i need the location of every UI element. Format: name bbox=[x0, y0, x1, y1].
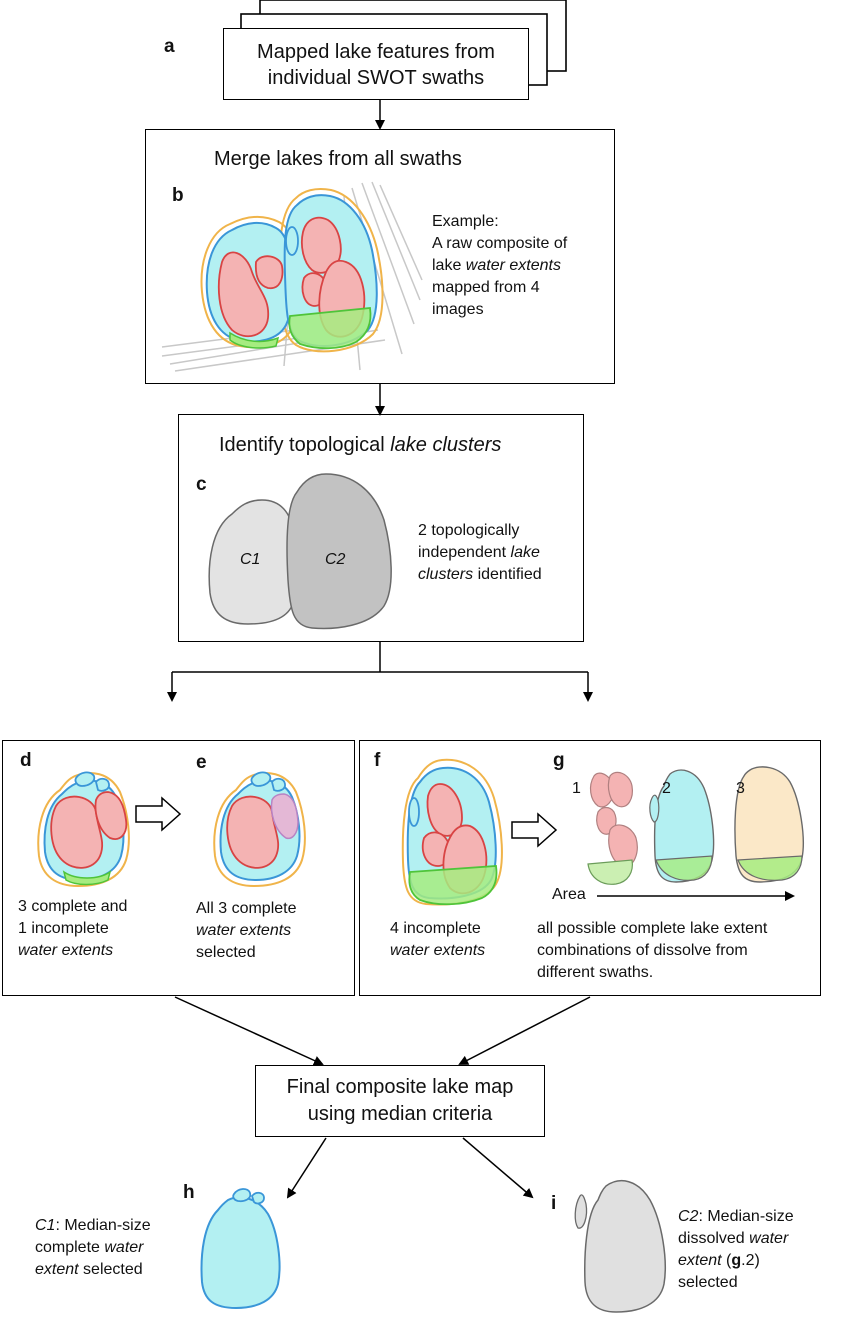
example-line1: Example: bbox=[432, 213, 499, 230]
cluster-desc-line1: 2 topologically bbox=[418, 522, 520, 539]
panel-letter-e: e bbox=[196, 752, 207, 773]
flow-connectors bbox=[167, 100, 593, 1199]
example-line3-italic: water extents bbox=[465, 257, 561, 274]
g-desc-line1: all possible complete lake extent bbox=[537, 920, 768, 937]
cluster-desc-line3-italic: clusters bbox=[418, 566, 474, 583]
swath-input-line2: individual SWOT swaths bbox=[267, 67, 485, 89]
cluster-desc-line2: independent lake bbox=[418, 542, 540, 564]
c2-final-extent bbox=[574, 1180, 666, 1313]
cluster-label-c1: C1 bbox=[240, 551, 261, 568]
hollow-arrow-d-e bbox=[135, 796, 182, 832]
f-line1: 4 incomplete bbox=[390, 920, 481, 937]
panel-letter-c: c bbox=[196, 474, 207, 495]
cluster-label-c2: C2 bbox=[325, 551, 346, 568]
cluster-c2-extents bbox=[401, 758, 503, 906]
d-line2: 1 incomplete bbox=[18, 920, 109, 937]
f-line2: water extents bbox=[390, 942, 486, 959]
panel-letter-g: g bbox=[553, 750, 565, 771]
i-line3: extent (g.2) bbox=[678, 1250, 760, 1272]
combination-2 bbox=[649, 769, 715, 883]
g-desc-line3: different swaths. bbox=[537, 964, 654, 981]
e-line2: water extents bbox=[196, 922, 292, 939]
combination-3 bbox=[734, 766, 804, 883]
panel-letter-b: b bbox=[172, 185, 184, 206]
panel-letter-a: a bbox=[164, 36, 175, 57]
lake-clusters bbox=[208, 473, 392, 630]
i-line1: C2: Median-size bbox=[678, 1206, 794, 1228]
area-label: Area bbox=[552, 886, 586, 903]
i-line2-italic: water bbox=[749, 1230, 789, 1247]
panel-letter-i: i bbox=[551, 1193, 557, 1214]
d-line1: 3 complete and bbox=[18, 898, 128, 915]
cluster-box: Identify topological lake clusters bbox=[178, 414, 584, 642]
i-line1-text: : Median-size bbox=[698, 1208, 794, 1225]
i-line3-italic: extent bbox=[678, 1252, 722, 1269]
h-line2: complete water bbox=[35, 1237, 144, 1259]
merge-box: Merge lakes from all swaths bbox=[145, 129, 615, 384]
example-line4: mapped from 4 bbox=[432, 279, 540, 296]
i-line4: selected bbox=[678, 1274, 738, 1291]
h-line3: extent selected bbox=[35, 1259, 143, 1281]
g-option-3: 3 bbox=[736, 780, 745, 797]
cluster-title: Identify topological lake clusters bbox=[219, 433, 501, 458]
swath-input-box: Mapped lake features from individual SWO… bbox=[223, 28, 529, 100]
h-line2-italic: water bbox=[104, 1239, 144, 1256]
g-option-2: 2 bbox=[662, 780, 671, 797]
cluster-desc-line3: clusters identified bbox=[418, 564, 542, 586]
panel-letter-d: d bbox=[20, 750, 32, 771]
final-line1: Final composite lake map bbox=[286, 1076, 514, 1098]
e-line3: selected bbox=[196, 944, 256, 961]
c1-box bbox=[2, 740, 355, 996]
swath-input-line1: Mapped lake features from bbox=[257, 41, 495, 63]
cluster-desc-line2-italic: lake bbox=[510, 544, 540, 561]
d-line3: water extents bbox=[18, 942, 114, 959]
cluster-title-text: Identify topological bbox=[219, 434, 391, 456]
cluster-desc-line3-text: identified bbox=[473, 566, 542, 583]
final-line2: using median criteria bbox=[307, 1103, 493, 1125]
e-line1: All 3 complete bbox=[196, 900, 297, 917]
cluster-title-italic: lake clusters bbox=[390, 434, 502, 456]
example-line3-text: lake bbox=[432, 257, 466, 274]
panel-letter-h: h bbox=[183, 1182, 195, 1203]
i-line1-italic: C2 bbox=[678, 1208, 699, 1225]
i-line2-text: dissolved bbox=[678, 1230, 750, 1247]
c2-box bbox=[359, 740, 821, 996]
h-line3-text: selected bbox=[78, 1261, 143, 1278]
combination-1 bbox=[587, 771, 638, 885]
g-desc-line2: combinations of dissolve from bbox=[537, 942, 748, 959]
cluster-c1-extents bbox=[37, 771, 130, 888]
g-option-1: 1 bbox=[572, 780, 581, 797]
i-line2: dissolved water bbox=[678, 1228, 788, 1250]
h-line1: C1: Median-size bbox=[35, 1215, 151, 1237]
example-line5: images bbox=[432, 301, 484, 318]
final-composite-box: Final composite lake map using median cr… bbox=[255, 1065, 545, 1137]
i-line3-open: ( bbox=[721, 1252, 732, 1269]
i-line3-close: .2) bbox=[741, 1252, 760, 1269]
cluster-desc-line2-text: independent bbox=[418, 544, 511, 561]
h-line3-italic: extent bbox=[35, 1261, 79, 1278]
raw-composite-lakes bbox=[161, 181, 423, 372]
h-line2-text: complete bbox=[35, 1239, 105, 1256]
merge-title: Merge lakes from all swaths bbox=[214, 148, 462, 170]
c1-final-extent bbox=[200, 1188, 281, 1310]
example-line3: lake water extents bbox=[432, 255, 561, 277]
example-line2: A raw composite of bbox=[432, 235, 568, 252]
i-line3-bold: g bbox=[731, 1252, 742, 1269]
h-line1-italic: C1 bbox=[35, 1217, 56, 1234]
hollow-arrow-f-g bbox=[511, 812, 558, 848]
panel-letter-f: f bbox=[374, 750, 381, 771]
cluster-c1-selected bbox=[213, 771, 306, 888]
h-line1-text: : Median-size bbox=[55, 1217, 151, 1234]
